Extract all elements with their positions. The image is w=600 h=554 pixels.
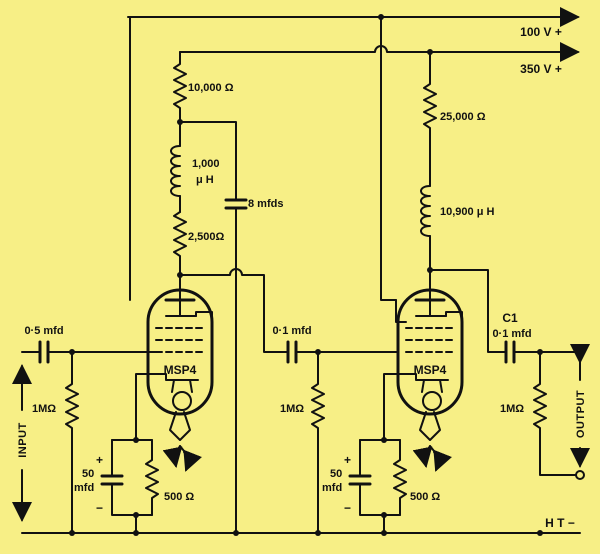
choke2-label: 10,900 μ H bbox=[440, 206, 494, 218]
decoupling-capacitor bbox=[179, 121, 248, 534]
rail-100v-drop bbox=[380, 16, 397, 301]
choke-1000uh bbox=[170, 121, 181, 213]
stage2-cap-value-label: 50 bbox=[330, 468, 342, 480]
stage1-cathode-res-label: 500 Ω bbox=[164, 491, 194, 503]
coupling-capacitor bbox=[286, 340, 399, 364]
stage2-grid-leak-label: 1MΩ bbox=[280, 403, 304, 415]
output-grid-leak bbox=[533, 351, 579, 476]
rail-100v-label: 100 V + bbox=[520, 25, 562, 39]
stage1-heater bbox=[162, 411, 190, 470]
stage1-cap-unit-label: mfd bbox=[74, 482, 94, 494]
output-grid-leak-label: 1MΩ bbox=[500, 403, 524, 415]
stage2-cathode-res-label: 500 Ω bbox=[410, 491, 440, 503]
stage1-cap-value-label: 50 bbox=[82, 468, 94, 480]
stage2-cap-minus: − bbox=[344, 501, 351, 515]
ht-minus-label: H T − bbox=[545, 516, 575, 530]
rail-350v bbox=[179, 42, 580, 62]
stage2-plate-link bbox=[429, 269, 507, 353]
r10k-label: 10,000 Ω bbox=[188, 82, 234, 94]
junction-dots bbox=[69, 14, 543, 536]
input-capacitor bbox=[21, 340, 149, 364]
resistor-2500 bbox=[173, 211, 187, 286]
stage1-grid-leak bbox=[65, 351, 79, 534]
stage2-cap-unit-label: mfd bbox=[322, 482, 342, 494]
output-terminals bbox=[570, 344, 590, 480]
tube2-label: MSP4 bbox=[414, 363, 447, 377]
stage1-cap-minus: − bbox=[96, 501, 103, 515]
coupling-cap-label: 0·1 mfd bbox=[272, 325, 311, 337]
tube1-label: MSP4 bbox=[164, 363, 197, 377]
stage2-cap-plus: + bbox=[344, 453, 351, 467]
decoupling-cap-label: 8 mfds bbox=[248, 198, 283, 210]
input-cap-label: 0·5 mfd bbox=[24, 325, 63, 337]
stage2-heater bbox=[412, 411, 440, 470]
stage1-plate-link bbox=[179, 268, 289, 353]
tube-1 bbox=[146, 284, 214, 416]
output-capacitor bbox=[504, 340, 579, 364]
resistor-25k bbox=[423, 51, 437, 187]
output-label: OUTPUT bbox=[575, 390, 587, 438]
rail-350v-label: 350 V + bbox=[520, 62, 562, 76]
choke1-unit-label: μ H bbox=[196, 174, 214, 186]
r2500-label: 2,500Ω bbox=[188, 231, 225, 243]
stage1-cathode-network bbox=[100, 373, 159, 534]
r25k-label: 25,000 Ω bbox=[440, 111, 486, 123]
output-cap-name: C1 bbox=[502, 311, 518, 325]
stage1-grid-leak-label: 1MΩ bbox=[32, 403, 56, 415]
input-label: INPUT bbox=[17, 422, 29, 458]
choke1-value-label: 1,000 bbox=[192, 158, 220, 170]
stage1-cap-plus: + bbox=[96, 453, 103, 467]
stage2-grid-leak bbox=[311, 351, 325, 534]
resistor-10k bbox=[173, 51, 187, 123]
output-cap-value: 0·1 mfd bbox=[492, 328, 531, 340]
tube-2 bbox=[395, 284, 464, 416]
stage2-cathode-network bbox=[348, 373, 409, 534]
choke-10900uh bbox=[420, 185, 431, 286]
